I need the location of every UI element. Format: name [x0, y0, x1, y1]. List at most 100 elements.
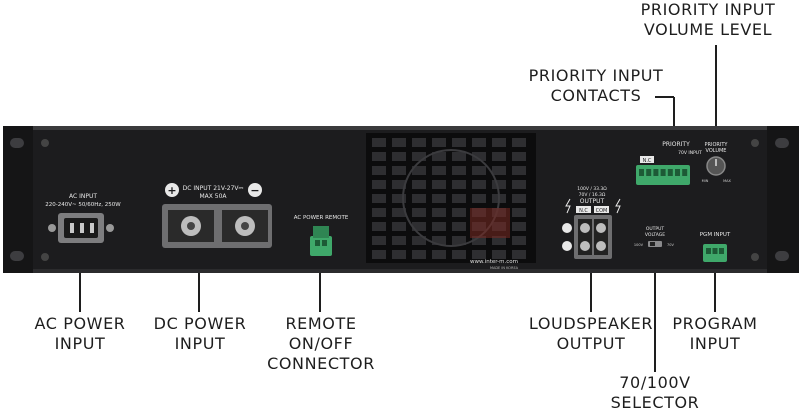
priority-contacts-connector: [636, 165, 690, 185]
priority-volume-label: PRIORITY: [705, 142, 729, 148]
grille-slot: [412, 194, 426, 203]
grille-slot: [472, 152, 486, 161]
callout-line: ON/OFF: [288, 334, 354, 353]
connector-pin: [675, 169, 680, 176]
plus-icon: [165, 183, 179, 197]
screw: [41, 139, 49, 147]
grille-slot: [452, 222, 466, 231]
grille-slot: [412, 222, 426, 231]
dc-input-max: MAX 50A: [199, 193, 227, 200]
callout-line: LOUDSPEAKER: [528, 314, 654, 333]
callout-program: PROGRAM INPUT: [665, 314, 765, 354]
connector-pin: [667, 169, 673, 176]
grille-slot: [492, 180, 506, 189]
grille-slot: [392, 138, 406, 147]
priority-nc-box: [640, 156, 654, 163]
grille-slot: [412, 166, 426, 175]
ac-input-label: AC INPUT: [69, 193, 97, 200]
callout-line: INPUT: [54, 334, 106, 353]
priority-nc-label: N.C: [643, 158, 652, 164]
grille-slot: [512, 222, 526, 231]
rack-ear-right: [767, 126, 799, 273]
grille-slot: [372, 180, 386, 189]
grille-slot: [432, 166, 446, 175]
grille-slot: [452, 138, 466, 147]
callout-line: PROGRAM: [672, 314, 758, 333]
priority-label: PRIORITY: [662, 141, 690, 148]
callout-line: OUTPUT: [556, 334, 626, 353]
grille-slot: [512, 138, 526, 147]
dc-input-label: DC INPUT 21V-27V⎓: [183, 185, 244, 192]
grille-slot: [432, 236, 446, 245]
grille-slot: [392, 250, 406, 259]
callout-line: AC POWER: [34, 314, 126, 333]
grille-slot: [432, 194, 446, 203]
grille-slot: [392, 222, 406, 231]
grille-slot: [452, 236, 466, 245]
callout-priority-volume: PRIORITY INPUT VOLUME LEVEL: [616, 0, 800, 40]
grille-slot: [452, 166, 466, 175]
grille-slot: [512, 180, 526, 189]
callout-dc-power: DC POWER INPUT: [140, 314, 260, 354]
grille-slot: [392, 152, 406, 161]
plus-icon: [562, 223, 572, 233]
grille-slot: [512, 236, 526, 245]
grille-slot: [372, 194, 386, 203]
chassis-bottom-edge: [3, 269, 799, 273]
grille-slot: [452, 180, 466, 189]
grille-slot: [492, 138, 506, 147]
grille-slot: [472, 138, 486, 147]
output-label: OUTPUT: [580, 198, 605, 205]
callout-ac-power: AC POWER INPUT: [20, 314, 140, 354]
connector-pin: [639, 169, 644, 176]
connector-pin: [653, 169, 659, 176]
grille-slot: [492, 236, 506, 245]
ac-power-inlet: [48, 213, 114, 243]
grille-slot: [512, 166, 526, 175]
callout-line: PRIORITY INPUT: [528, 66, 664, 85]
grille-slot: [372, 138, 386, 147]
grille-slot: [372, 236, 386, 245]
remote-connector: [310, 226, 332, 256]
grille-slot: [412, 236, 426, 245]
grille-slot: [372, 208, 386, 217]
grille-slot: [392, 180, 406, 189]
rack-slot: [10, 251, 24, 261]
grille-slot: [512, 152, 526, 161]
grille-slot: [412, 152, 426, 161]
grille-slot: [432, 152, 446, 161]
grille-slot: [412, 208, 426, 217]
grille-slot: [432, 180, 446, 189]
grille-slot: [392, 166, 406, 175]
grille-slot: [412, 138, 426, 147]
grille-slot: [392, 236, 406, 245]
grille-slot: [452, 194, 466, 203]
grille-slot: [512, 208, 526, 217]
grille-slot: [472, 194, 486, 203]
out-nc-label: N.C: [579, 208, 588, 214]
grille-slot: [452, 152, 466, 161]
website-label: www.inter-m.com: [470, 259, 518, 265]
callout-line: PRIORITY INPUT: [640, 0, 776, 19]
grille-slot: [392, 194, 406, 203]
vol-min: MIN: [702, 179, 709, 183]
grille-slot: [412, 250, 426, 259]
grille-slot: [432, 222, 446, 231]
grille-slot: [472, 236, 486, 245]
output-voltage-label: OUTPUT: [646, 226, 665, 232]
rack-slot: [10, 138, 24, 148]
loudspeaker-terminal: [574, 215, 612, 259]
dc-power-terminal: [162, 204, 272, 248]
callout-selector: 70/100V SELECTOR: [600, 373, 710, 413]
grille-slot: [372, 152, 386, 161]
output-spec-2: 70V / 16.3Ω: [579, 192, 606, 198]
grille-slot: [472, 180, 486, 189]
rack-slot: [775, 138, 789, 148]
vol-max: MAX: [723, 179, 731, 183]
screw: [41, 253, 49, 261]
v100-label: 100V: [634, 243, 644, 247]
grille-slot: [492, 250, 506, 259]
out-com-label: COM: [596, 208, 608, 214]
callout-line: VOLUME LEVEL: [643, 20, 773, 39]
